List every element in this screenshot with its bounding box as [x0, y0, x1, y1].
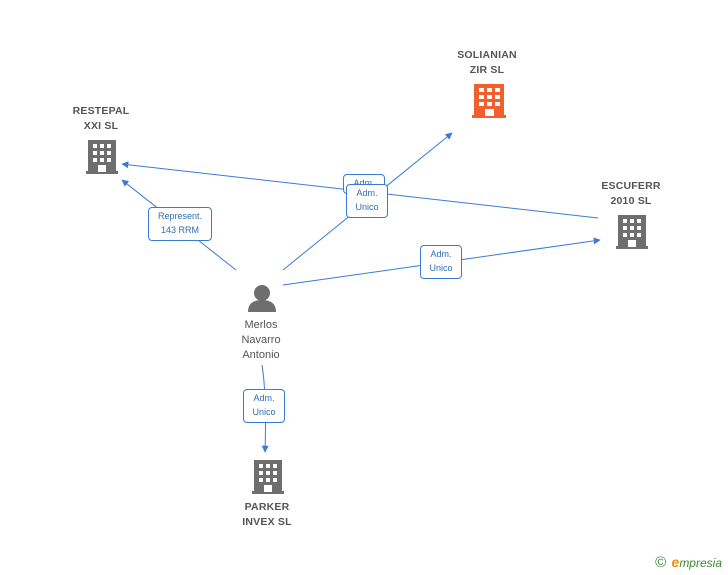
node-label-parker: PARKER INVEX SL [242, 501, 292, 528]
building-icon[interactable] [616, 215, 648, 249]
person-icon[interactable] [248, 285, 276, 312]
edge-label-adm-unico-solianian: Adm. Unico [346, 184, 388, 218]
building-icon[interactable] [252, 460, 284, 494]
brand-text: mpresia [679, 556, 722, 570]
edge-label-adm-unico-parker: Adm. Unico [243, 389, 285, 423]
building-icon[interactable] [86, 140, 118, 174]
copyright-symbol: © [655, 554, 667, 571]
edge-label-represent: Represent. 143 RRM [148, 207, 212, 241]
node-label-restepal: RESTEPAL XXI SL [72, 105, 130, 132]
empresia-logo: © empresia [655, 554, 722, 571]
node-label-solianian: SOLIANIAN ZIR SL [457, 49, 517, 76]
edge-label-adm-unico-escuferr: Adm. Unico [420, 245, 462, 279]
building-icon[interactable] [472, 84, 506, 118]
brand-initial: e [671, 554, 680, 570]
node-label-escuferr: ESCUFERR 2010 SL [601, 180, 661, 207]
node-label-person: Merlos Navarro Antonio [241, 319, 281, 361]
